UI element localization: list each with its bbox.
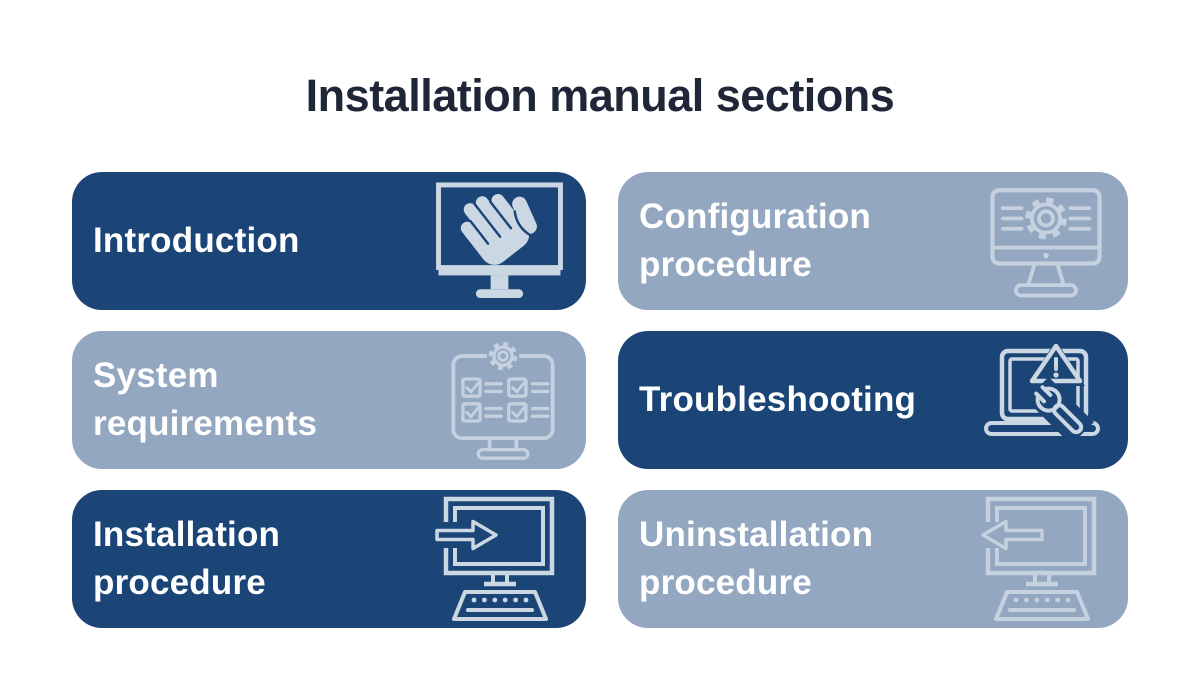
- section-card-installation: Installation procedure: [72, 490, 586, 628]
- section-label: Configuration procedure: [639, 196, 871, 284]
- section-card-introduction: Introduction: [72, 172, 586, 310]
- page-title: Installation manual sections: [305, 70, 895, 121]
- checklist-gear-icon: [440, 338, 566, 462]
- section-card-configuration: Configuration procedure: [618, 172, 1128, 310]
- sections-grid: Introduction: [72, 172, 1128, 628]
- section-label: System requirements: [93, 355, 318, 443]
- monitor-arrow-in-icon: [434, 495, 566, 623]
- section-card-system-requirements: System requirements: [72, 331, 586, 469]
- section-label: Introduction: [93, 220, 300, 260]
- laptop-warning-wrench-icon: [976, 341, 1108, 459]
- monitor-arrow-out-icon: [976, 495, 1108, 623]
- monitor-hand-icon: [433, 181, 566, 301]
- monitor-gear-icon: [984, 182, 1108, 300]
- section-label: Uninstallation procedure: [639, 514, 874, 602]
- section-card-troubleshooting: Troubleshooting: [618, 331, 1128, 469]
- section-label: Troubleshooting: [639, 379, 917, 419]
- section-label: Installation procedure: [93, 514, 281, 602]
- section-card-uninstallation: Uninstallation procedure: [618, 490, 1128, 628]
